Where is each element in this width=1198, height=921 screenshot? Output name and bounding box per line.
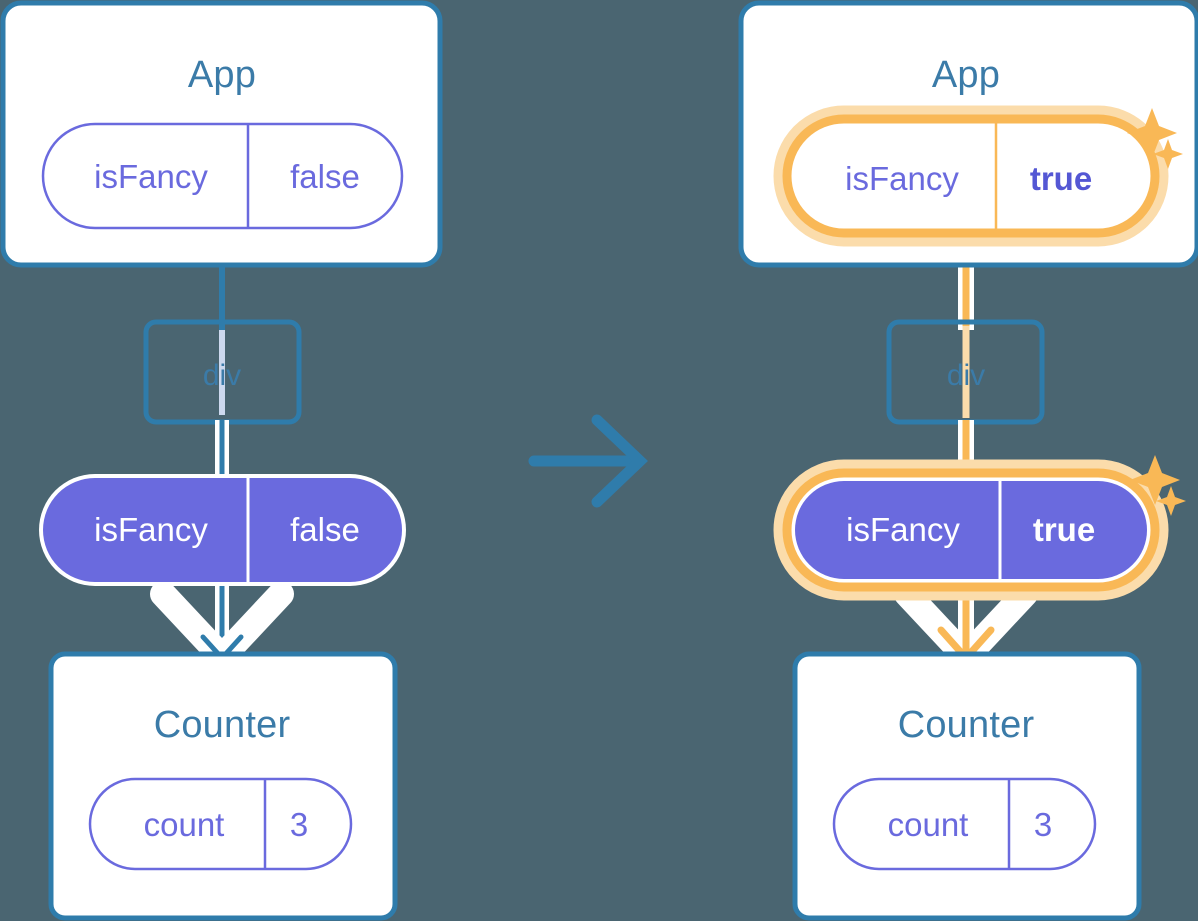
app-card-title-after: App — [932, 54, 1000, 96]
counter-card-title-after: Counter — [898, 704, 1035, 746]
prop-pill-key-after: isFancy — [846, 511, 960, 548]
prop-pill-glow-after — [773, 459, 1169, 601]
counter-state-pill-before — [88, 777, 353, 871]
app-state-key-after: isFancy — [845, 160, 959, 197]
app-state-key-before: isFancy — [94, 158, 208, 195]
app-card-title-before: App — [188, 54, 256, 96]
app-state-value-after: true — [1030, 160, 1092, 197]
counter-state-value-before: 3 — [290, 806, 308, 843]
counter-state-key-after: count — [888, 806, 969, 843]
app-state-pill-before — [41, 122, 404, 230]
prop-pill-value-after: true — [1033, 511, 1095, 548]
prop-pill-after — [795, 481, 1147, 579]
prop-pill-before — [43, 478, 402, 582]
transition-arrow-icon — [528, 414, 648, 508]
sparkle-icon-prop — [1130, 455, 1186, 516]
counter-card-title-before: Counter — [154, 704, 291, 746]
app-state-value-before: false — [290, 158, 360, 195]
div-box-label-before: div — [203, 359, 241, 392]
counter-state-key-before: count — [144, 806, 225, 843]
counter-state-pill-after — [832, 777, 1097, 871]
prop-pill-key-before: isFancy — [94, 511, 208, 548]
div-box-label-after: div — [947, 359, 985, 392]
sparkle-icon-app-state — [1127, 108, 1183, 169]
counter-state-value-after: 3 — [1034, 806, 1052, 843]
app-state-pill-glow-after — [773, 105, 1169, 247]
app-state-pill-after — [782, 114, 1160, 238]
prop-pill-value-before: false — [290, 511, 360, 548]
